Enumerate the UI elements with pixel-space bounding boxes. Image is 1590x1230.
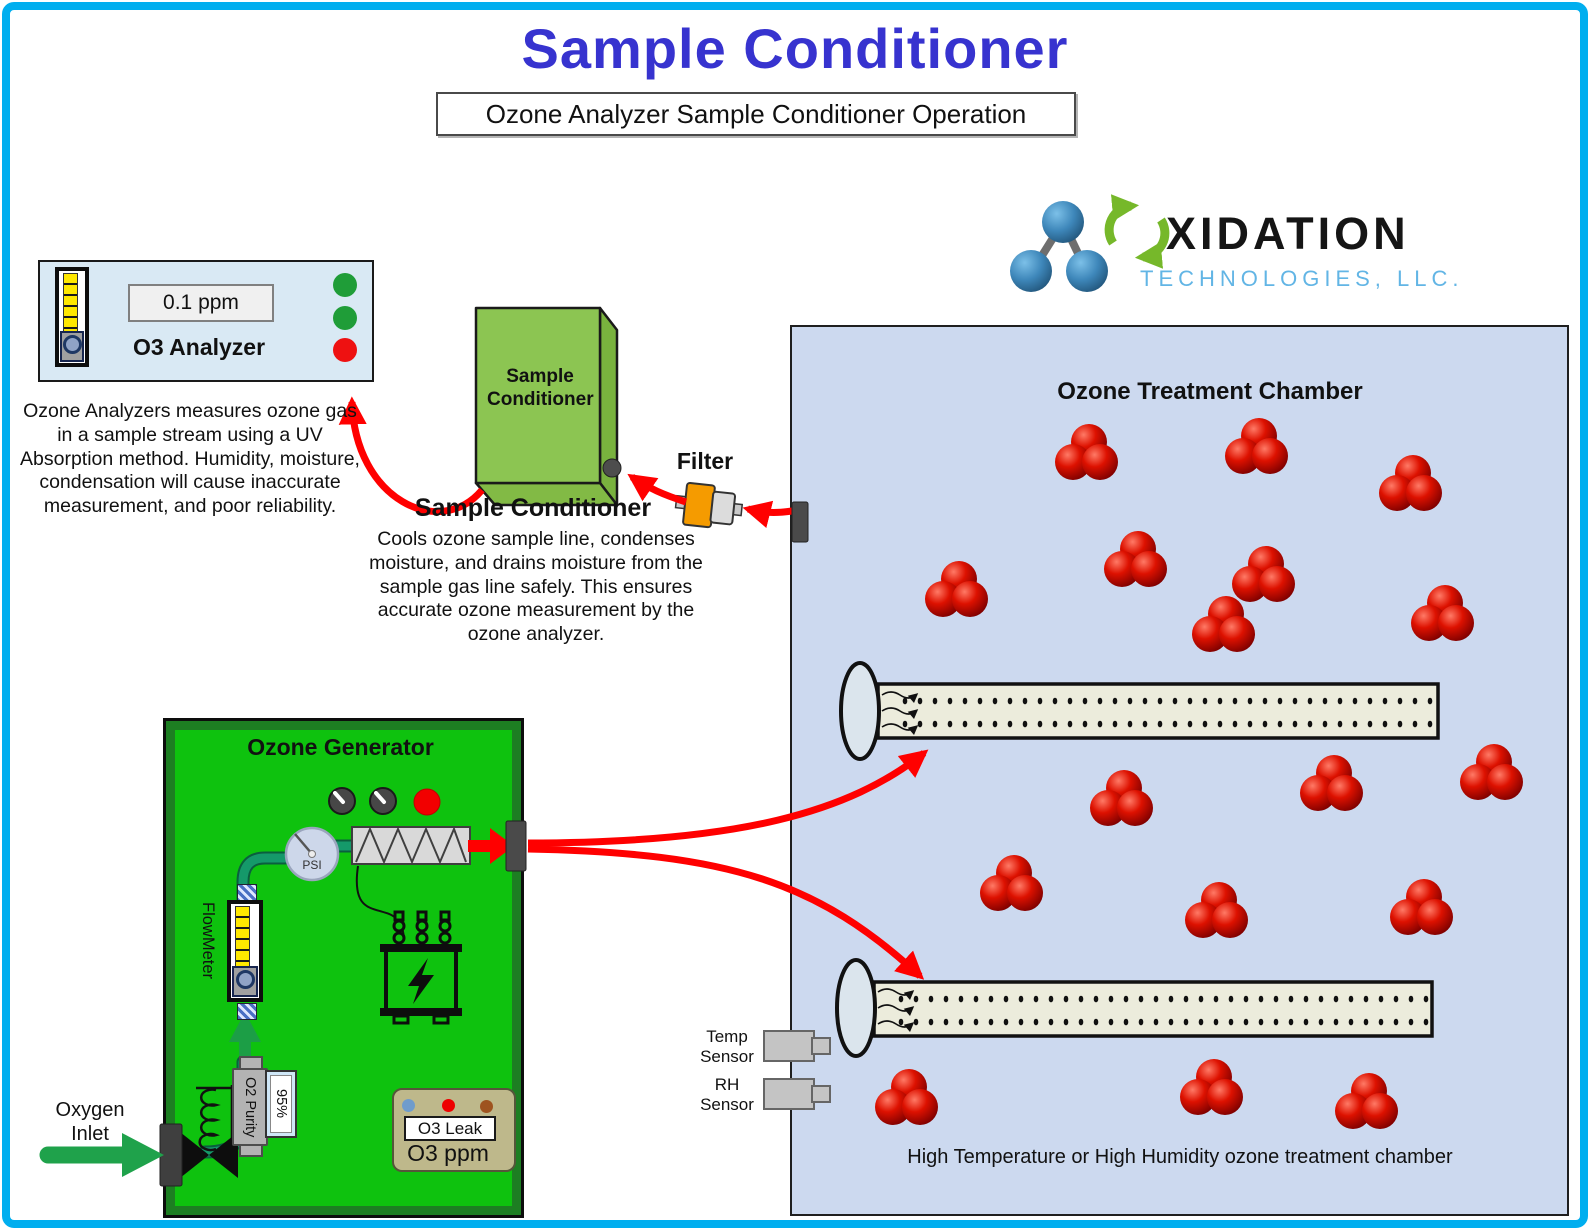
flowmeter-label: FlowMeter xyxy=(199,902,217,980)
recycle-o-icon xyxy=(1104,194,1170,269)
analyzer-flowmeter xyxy=(55,267,89,367)
panel-brown-light xyxy=(480,1100,493,1113)
chamber-caption: High Temperature or High Humidity ozone … xyxy=(907,1146,1453,1168)
flowmeter-tube xyxy=(59,271,85,363)
filter-label: Filter xyxy=(676,448,734,474)
ozone-treatment-chamber xyxy=(790,325,1569,1216)
filter-icon xyxy=(674,482,744,529)
panel-blue-light xyxy=(402,1099,415,1112)
flowmeter-bottom-fitting xyxy=(237,1003,257,1020)
rh-sensor-stub xyxy=(811,1085,831,1103)
oxygen-inlet-label: Oxygen Inlet xyxy=(55,1099,125,1145)
analyzer-green-light-1 xyxy=(333,273,357,297)
flowmeter-float-column xyxy=(235,906,250,968)
psi-gauge-label: PSI xyxy=(302,858,322,872)
conditioner-inlet-port xyxy=(602,458,622,478)
flowmeter-tube xyxy=(231,904,259,998)
conditioner-description: Cools ozone sample line, condenses moist… xyxy=(369,528,703,646)
chamber-title: Ozone Treatment Chamber xyxy=(1057,378,1363,405)
rh-sensor-icon xyxy=(763,1078,815,1110)
temp-sensor-icon xyxy=(763,1030,815,1062)
flowmeter-knob xyxy=(62,335,82,354)
analyzer-reading-display: 0.1 ppm xyxy=(128,284,274,322)
flowmeter-base xyxy=(60,331,84,362)
logo-brand-text: XIDATION xyxy=(1166,208,1410,259)
conditioner-box-label: Sample Conditioner xyxy=(487,366,594,410)
flowmeter-base xyxy=(232,966,258,997)
o2-purity-display: 95% xyxy=(265,1070,297,1138)
analyzer-description: Ozone Analyzers measures ozone gas in a … xyxy=(20,400,360,518)
o2-purity-display-inner: 95% xyxy=(270,1075,292,1133)
generator-title: Ozone Generator xyxy=(247,734,434,760)
o2-purity-sensor: O2 Purity xyxy=(232,1068,268,1146)
o3-ppm-label: O3 ppm xyxy=(407,1140,489,1166)
conditioner-heading: Sample Conditioner xyxy=(414,494,652,522)
o2-purity-label: O2 Purity xyxy=(242,1076,258,1138)
rh-sensor-label: RH Sensor xyxy=(700,1075,754,1115)
temp-sensor-stub xyxy=(811,1037,831,1055)
logo-ozone-molecule-icon xyxy=(1010,201,1108,292)
flowmeter-knob xyxy=(235,970,255,989)
analyzer-green-light-2 xyxy=(333,306,357,330)
logo-brand-subtext: TECHNOLOGIES, LLC. xyxy=(1140,266,1464,291)
page-subtitle: Ozone Analyzer Sample Conditioner Operat… xyxy=(436,92,1076,136)
page-title: Sample Conditioner xyxy=(521,17,1069,80)
analyzer-label: O3 Analyzer xyxy=(132,334,266,360)
temp-sensor-label: Temp Sensor xyxy=(700,1027,754,1067)
flowmeter-float-column xyxy=(63,273,78,333)
o2-purity-value: 95% xyxy=(273,1089,289,1119)
panel-red-light xyxy=(442,1099,455,1112)
o3-leak-display: O3 Leak xyxy=(404,1116,496,1141)
generator-flowmeter xyxy=(227,900,263,1002)
analyzer-red-light xyxy=(333,338,357,362)
